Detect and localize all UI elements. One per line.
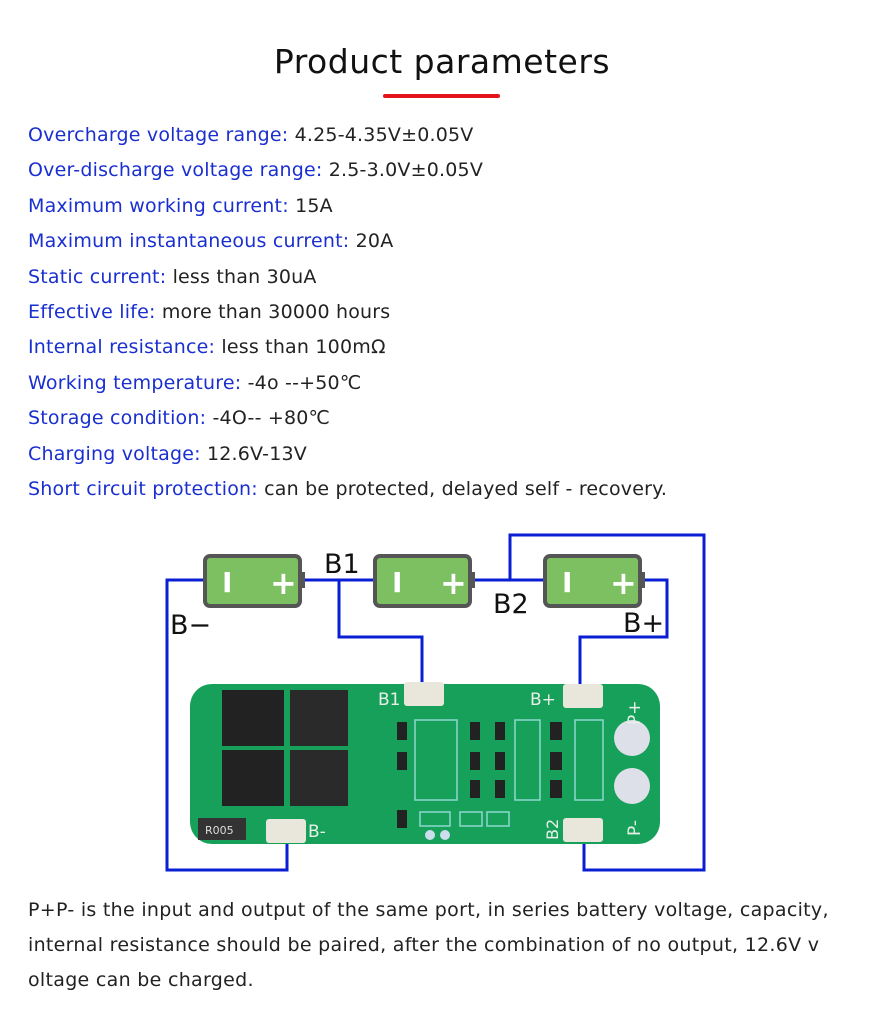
bms-pcb-board: R005 B1 B+ B- B2 P+ P-: [190, 682, 660, 844]
label-b-plus: B+: [623, 608, 664, 639]
spec-label: Maximum working current:: [28, 194, 289, 217]
spec-item: Internal resistance: less than 100mΩ: [28, 332, 667, 367]
spec-label: Static current:: [28, 265, 167, 288]
spec-label: Effective life:: [28, 300, 156, 323]
label-b2: B2: [493, 589, 529, 620]
wire-b-minus: [165, 578, 289, 872]
usage-note: P+P- is the input and output of the same…: [28, 893, 878, 998]
resistor-label: R005: [205, 824, 234, 837]
spec-value: more than 30000 hours: [161, 300, 391, 323]
pcb-label-b-plus: B+: [530, 690, 556, 710]
label-b-minus: B−: [170, 610, 211, 641]
spec-item: Over-discharge voltage range: 2.5-3.0V±0…: [28, 155, 667, 190]
spec-value: 20A: [355, 230, 394, 253]
spec-label: Short circuit protection:: [28, 477, 258, 500]
spec-item: Short circuit protection: can be protect…: [28, 474, 667, 509]
spec-label: Maximum instantaneous current:: [28, 230, 350, 253]
spec-label: Overcharge voltage range:: [28, 124, 289, 146]
wire-b-plus: [578, 578, 669, 690]
note-line: oltage can be charged.: [28, 969, 254, 991]
spec-label: Internal resistance:: [28, 336, 216, 359]
battery-plus-mark: +: [270, 564, 297, 602]
wire-b2: [508, 533, 706, 872]
spec-item: Static current: less than 30uA: [28, 262, 667, 297]
spec-list: Overcharge voltage range: 4.25-4.35V±0.0…: [28, 120, 667, 509]
spec-item: Overcharge voltage range: 4.25-4.35V±0.0…: [28, 120, 667, 155]
wire-b1: [337, 580, 424, 690]
spec-value: 15A: [295, 194, 333, 217]
battery-minus-mark: I: [222, 566, 232, 599]
spec-item: Storage condition: -4O-- +80℃: [28, 403, 667, 438]
battery-2: I +: [373, 554, 475, 608]
note-line: P+P- is the input and output of the same…: [28, 899, 829, 921]
spec-value: can be protected, delayed self - recover…: [264, 477, 668, 500]
pcb-label-b-minus: B-: [308, 822, 326, 842]
pad-p-minus: [614, 768, 650, 804]
pad-b-plus: [563, 684, 603, 708]
spec-item: Working temperature: -4o --+50℃: [28, 368, 667, 403]
battery-minus-mark: I: [562, 566, 572, 599]
pad-p-plus: [614, 720, 650, 756]
spec-item: Maximum instantaneous current: 20A: [28, 226, 667, 261]
wiring-diagram: I + I + I + B− B1 B2 B+ R005: [165, 533, 706, 872]
spec-label: Over-discharge voltage range:: [28, 159, 323, 182]
pcb-label-p-minus: P-: [625, 820, 645, 836]
wires: [165, 533, 706, 872]
pad-b-minus: [266, 819, 306, 843]
spec-value: less than 100mΩ: [221, 336, 386, 359]
pad-b2: [563, 818, 603, 842]
note-line: internal resistance should be paired, af…: [28, 934, 820, 956]
pad-b1: [404, 682, 444, 706]
battery-1: I +: [203, 554, 305, 608]
battery-plus-mark: +: [440, 564, 467, 602]
battery-minus-mark: I: [392, 566, 402, 599]
spec-value: -4o --+50℃: [247, 371, 362, 394]
spec-value: -4O-- +80℃: [212, 407, 331, 430]
label-b1: B1: [324, 549, 360, 580]
spec-item: Effective life: more than 30000 hours: [28, 297, 667, 332]
spec-item: Charging voltage: 12.6V-13V: [28, 439, 667, 474]
pcb-label-b1: B1: [378, 690, 400, 710]
pcb-label-p-plus: P+: [625, 701, 645, 726]
spec-label: Storage condition:: [28, 407, 207, 430]
pcb-label-b2: B2: [543, 819, 562, 840]
page-title: Product parameters: [273, 42, 611, 81]
spec-item: Maximum working current: 15A: [28, 191, 667, 226]
spec-value: 2.5-3.0V±0.05V: [328, 159, 484, 182]
title-underline: [383, 94, 500, 98]
spec-label: Working temperature:: [28, 371, 242, 394]
spec-value: 12.6V-13V: [206, 442, 307, 465]
spec-value: less than 30uA: [172, 265, 317, 288]
battery-3: I +: [543, 554, 645, 608]
battery-plus-mark: +: [610, 564, 637, 602]
spec-label: Charging voltage:: [28, 442, 201, 465]
spec-value: 4.25-4.35V±0.05V: [294, 124, 474, 146]
